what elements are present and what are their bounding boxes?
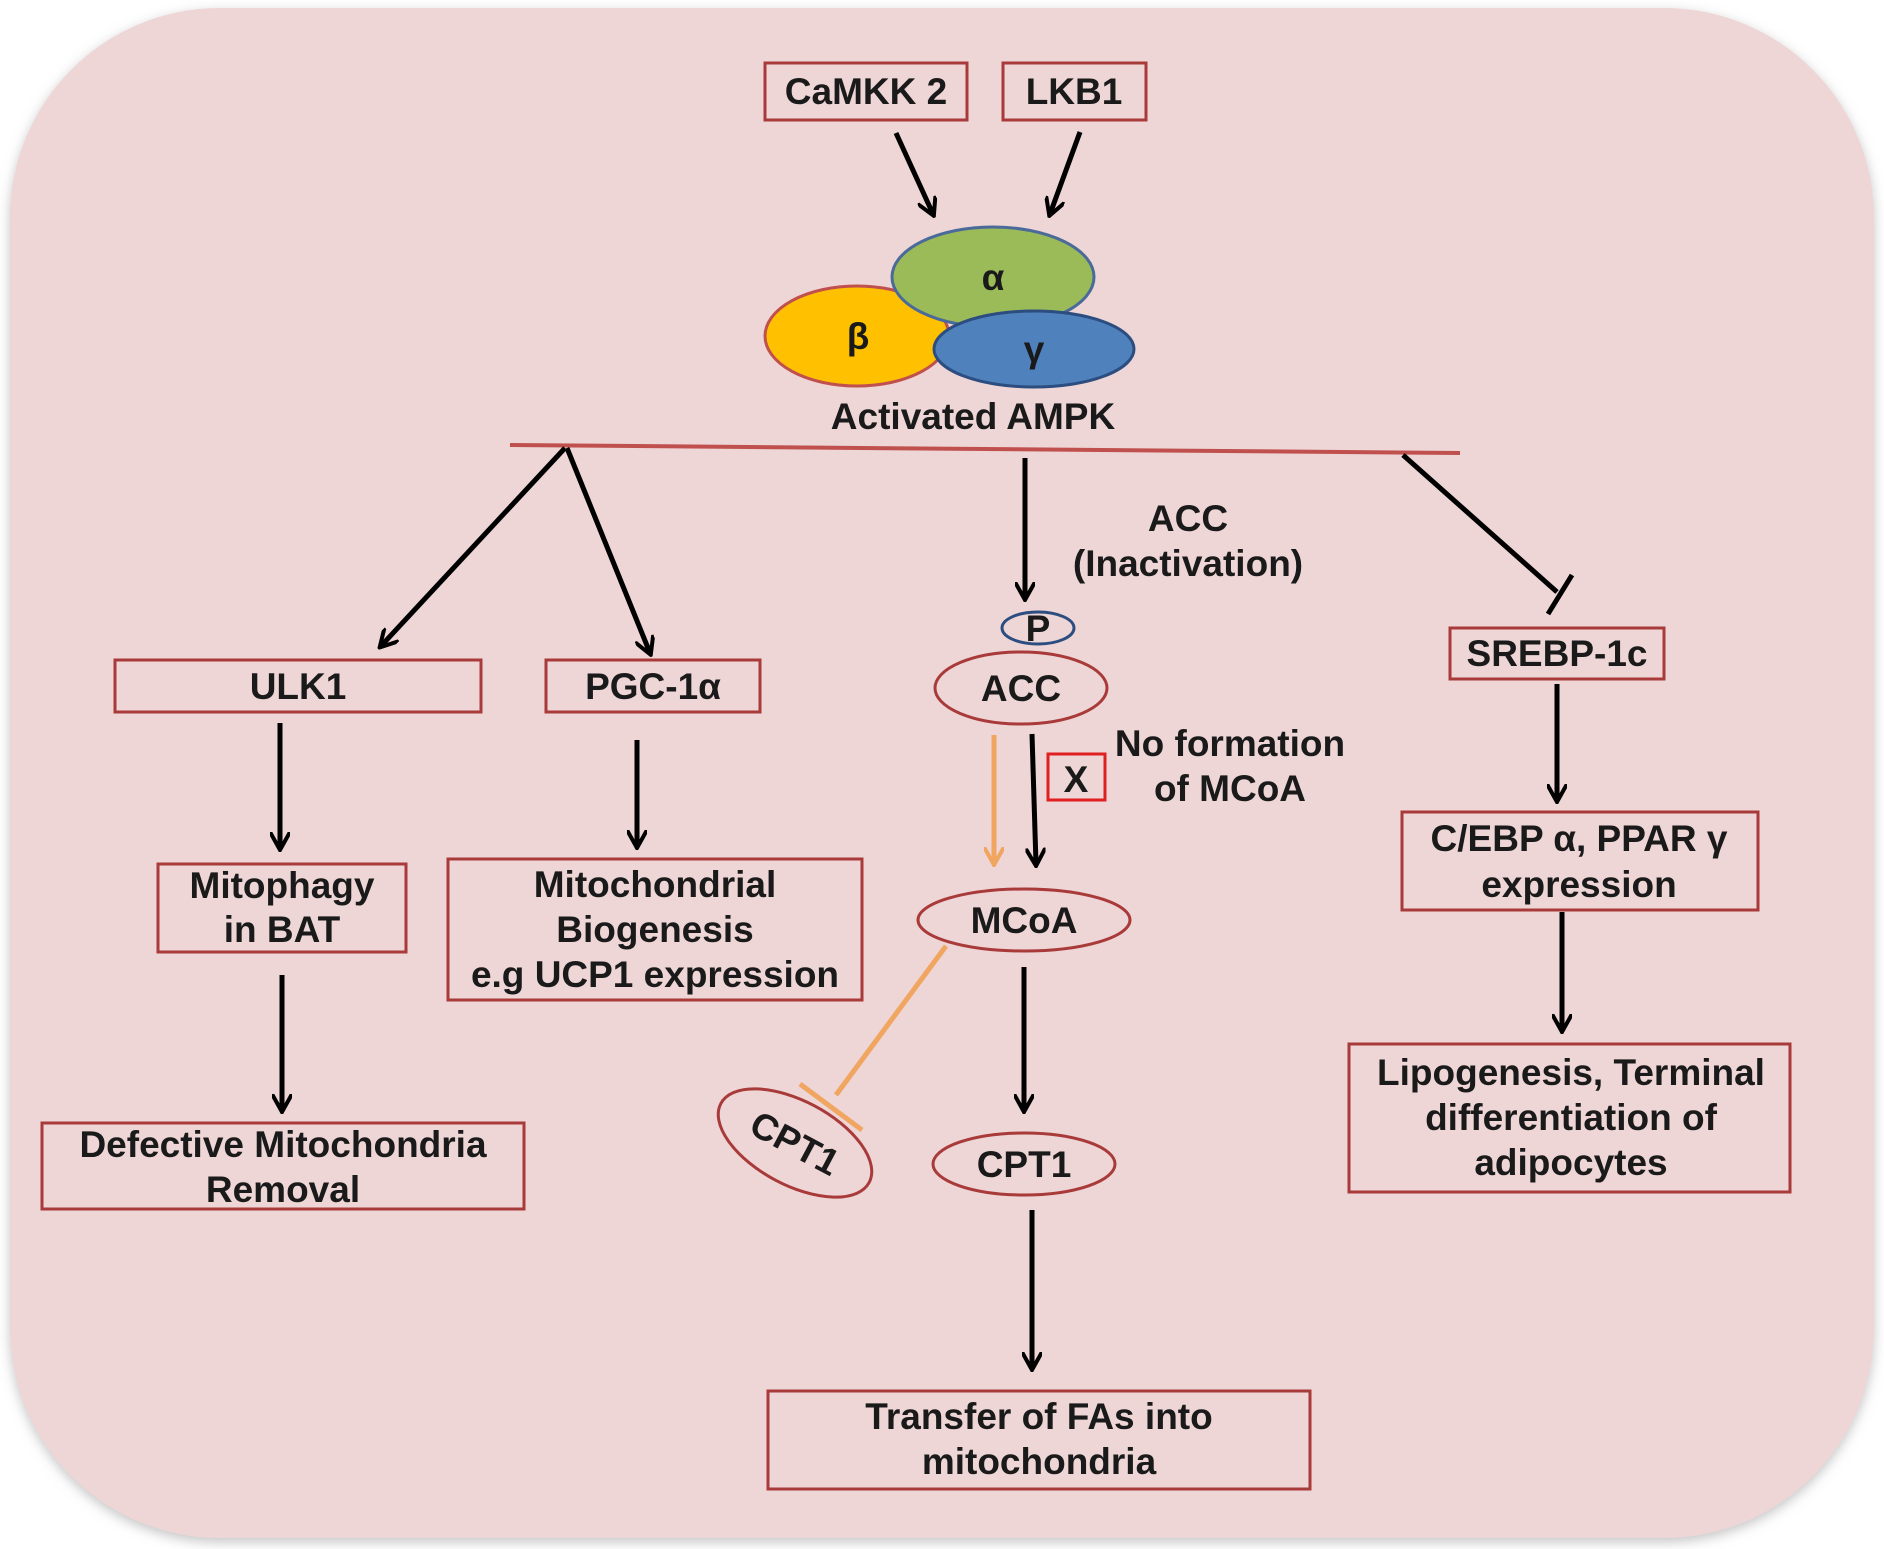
biogenesis-label-line2: Biogenesis xyxy=(556,909,753,950)
ampk-alpha-label: α xyxy=(982,257,1005,298)
cebp-label-line1: C/EBP α, PPAR γ xyxy=(1431,818,1728,859)
transfer-label-line1: Transfer of FAs into xyxy=(865,1396,1212,1437)
phospho-label: P xyxy=(1026,608,1051,649)
defective-removal-box xyxy=(40,1121,526,1211)
orange-inhibit-bar xyxy=(798,1081,864,1133)
biogenesis-label-line3: e.g UCP1 expression xyxy=(471,954,839,995)
lipogenesis-label-line3: adipocytes xyxy=(1474,1142,1667,1183)
ampk-beta-label: β xyxy=(847,316,870,357)
srebp-box xyxy=(1448,626,1666,681)
cebp-label-line2: expression xyxy=(1481,864,1676,905)
transfer-label-line2: mitochondria xyxy=(922,1441,1157,1482)
defective-removal-label-line2: Removal xyxy=(206,1169,360,1210)
mcoa-label: MCoA xyxy=(971,900,1078,941)
inhibit-bar-srebp xyxy=(1545,573,1575,616)
ampk-label: Activated AMPK xyxy=(831,396,1116,437)
acc-note-line2: (Inactivation) xyxy=(1073,543,1303,584)
acc-node xyxy=(933,650,1109,726)
x-mark-box xyxy=(1046,752,1107,802)
ulk1-box xyxy=(113,658,483,714)
arrow-ampk-to-pgc1a xyxy=(564,447,650,653)
arrow-lkb1-to-ampk xyxy=(1050,131,1083,214)
arrow-camkk2-to-ampk xyxy=(893,131,933,214)
srebp-label: SREBP-1c xyxy=(1467,633,1648,674)
defective-removal-label-line1: Defective Mitochondria xyxy=(79,1124,486,1165)
lipogenesis-box xyxy=(1347,1042,1792,1194)
lipogenesis-label-line1: Lipogenesis, Terminal xyxy=(1377,1052,1765,1093)
lipogenesis-label-line2: differentiation of xyxy=(1425,1097,1718,1138)
biogenesis-box xyxy=(446,857,864,1002)
cpt1-node xyxy=(931,1131,1117,1197)
no-formation-line2: of MCoA xyxy=(1154,768,1306,809)
acc-label: ACC xyxy=(981,668,1061,709)
lkb1-box xyxy=(1001,61,1148,122)
ampk-gamma-subunit xyxy=(932,309,1136,389)
no-formation-line1: No formation xyxy=(1115,723,1345,764)
ulk1-label: ULK1 xyxy=(250,666,347,707)
phospho-group xyxy=(1000,610,1076,646)
ampk-branch-bar xyxy=(509,443,1461,455)
mitophagy-label-line1: Mitophagy xyxy=(190,865,375,906)
cpt1-label: CPT1 xyxy=(977,1144,1072,1185)
cpt1-inhibited-node xyxy=(716,1087,874,1199)
inhibit-ampk-to-srebp xyxy=(1401,453,1559,594)
biogenesis-label-line1: Mitochondrial xyxy=(534,864,777,905)
orange-inhibit-mcoa-to-cpt1 xyxy=(833,944,949,1097)
pgc1a-label: PGC-1α xyxy=(585,666,721,707)
transfer-box xyxy=(766,1389,1312,1491)
acc-note-line1: ACC xyxy=(1148,498,1228,539)
lkb1-label: LKB1 xyxy=(1026,71,1123,112)
arrow-ampk-to-ulk1 xyxy=(381,446,567,646)
camkk2-label: CaMKK 2 xyxy=(785,71,947,112)
background-panel xyxy=(10,8,1874,1538)
ampk-gamma-label: γ xyxy=(1024,329,1045,370)
pgc1a-box xyxy=(544,658,762,714)
cebp-box xyxy=(1400,810,1760,912)
mitophagy-box xyxy=(156,862,408,954)
mcoa-node xyxy=(916,887,1132,953)
x-mark-label: X xyxy=(1064,759,1089,800)
camkk2-box xyxy=(763,61,969,122)
arrow-acc-to-mcoa xyxy=(1032,733,1036,864)
mitophagy-label-line2: in BAT xyxy=(224,909,341,950)
